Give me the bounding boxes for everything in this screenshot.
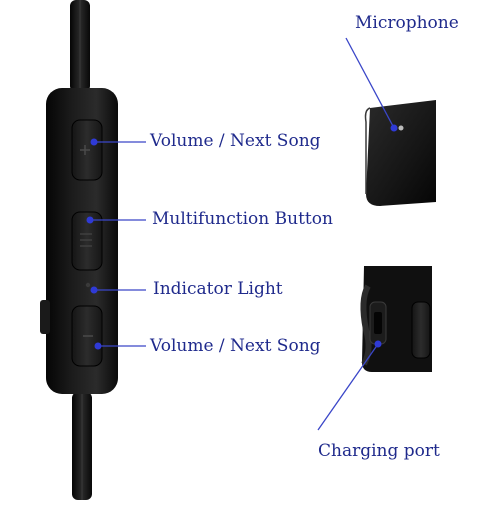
callout-dot-multifunction: [86, 216, 94, 224]
label-volume-next-song-bottom: Volume / Next Song: [150, 336, 321, 356]
multifunction-button-shape: [71, 211, 103, 271]
plus-icon: [80, 145, 90, 155]
indicator-light-hole: [85, 282, 91, 288]
side-port-nub: [40, 300, 50, 334]
label-microphone: Microphone: [355, 13, 459, 33]
microphone-edge-highlight: [364, 107, 371, 194]
play-pause-icon: [80, 233, 92, 247]
label-charging-port: Charging port: [318, 441, 440, 461]
microphone-hole-icon: [398, 125, 404, 131]
callout-dot-indicator: [90, 286, 98, 294]
callout-dot-volume-bottom: [94, 342, 102, 350]
label-volume-next-song-top: Volume / Next Song: [150, 131, 321, 151]
callout-dot-charging: [374, 340, 382, 348]
callout-line-charging: [317, 343, 379, 431]
port-cable-strain: [360, 284, 372, 366]
side-button-closeup: [411, 301, 431, 359]
callout-line-microphone: [345, 37, 395, 129]
callout-dot-volume-top: [90, 138, 98, 146]
charging-port-opening: [374, 312, 382, 334]
microphone-closeup: [366, 100, 436, 206]
label-indicator-light: Indicator Light: [153, 279, 283, 299]
label-multifunction-button: Multifunction Button: [152, 209, 333, 229]
callout-dot-microphone: [390, 124, 398, 132]
